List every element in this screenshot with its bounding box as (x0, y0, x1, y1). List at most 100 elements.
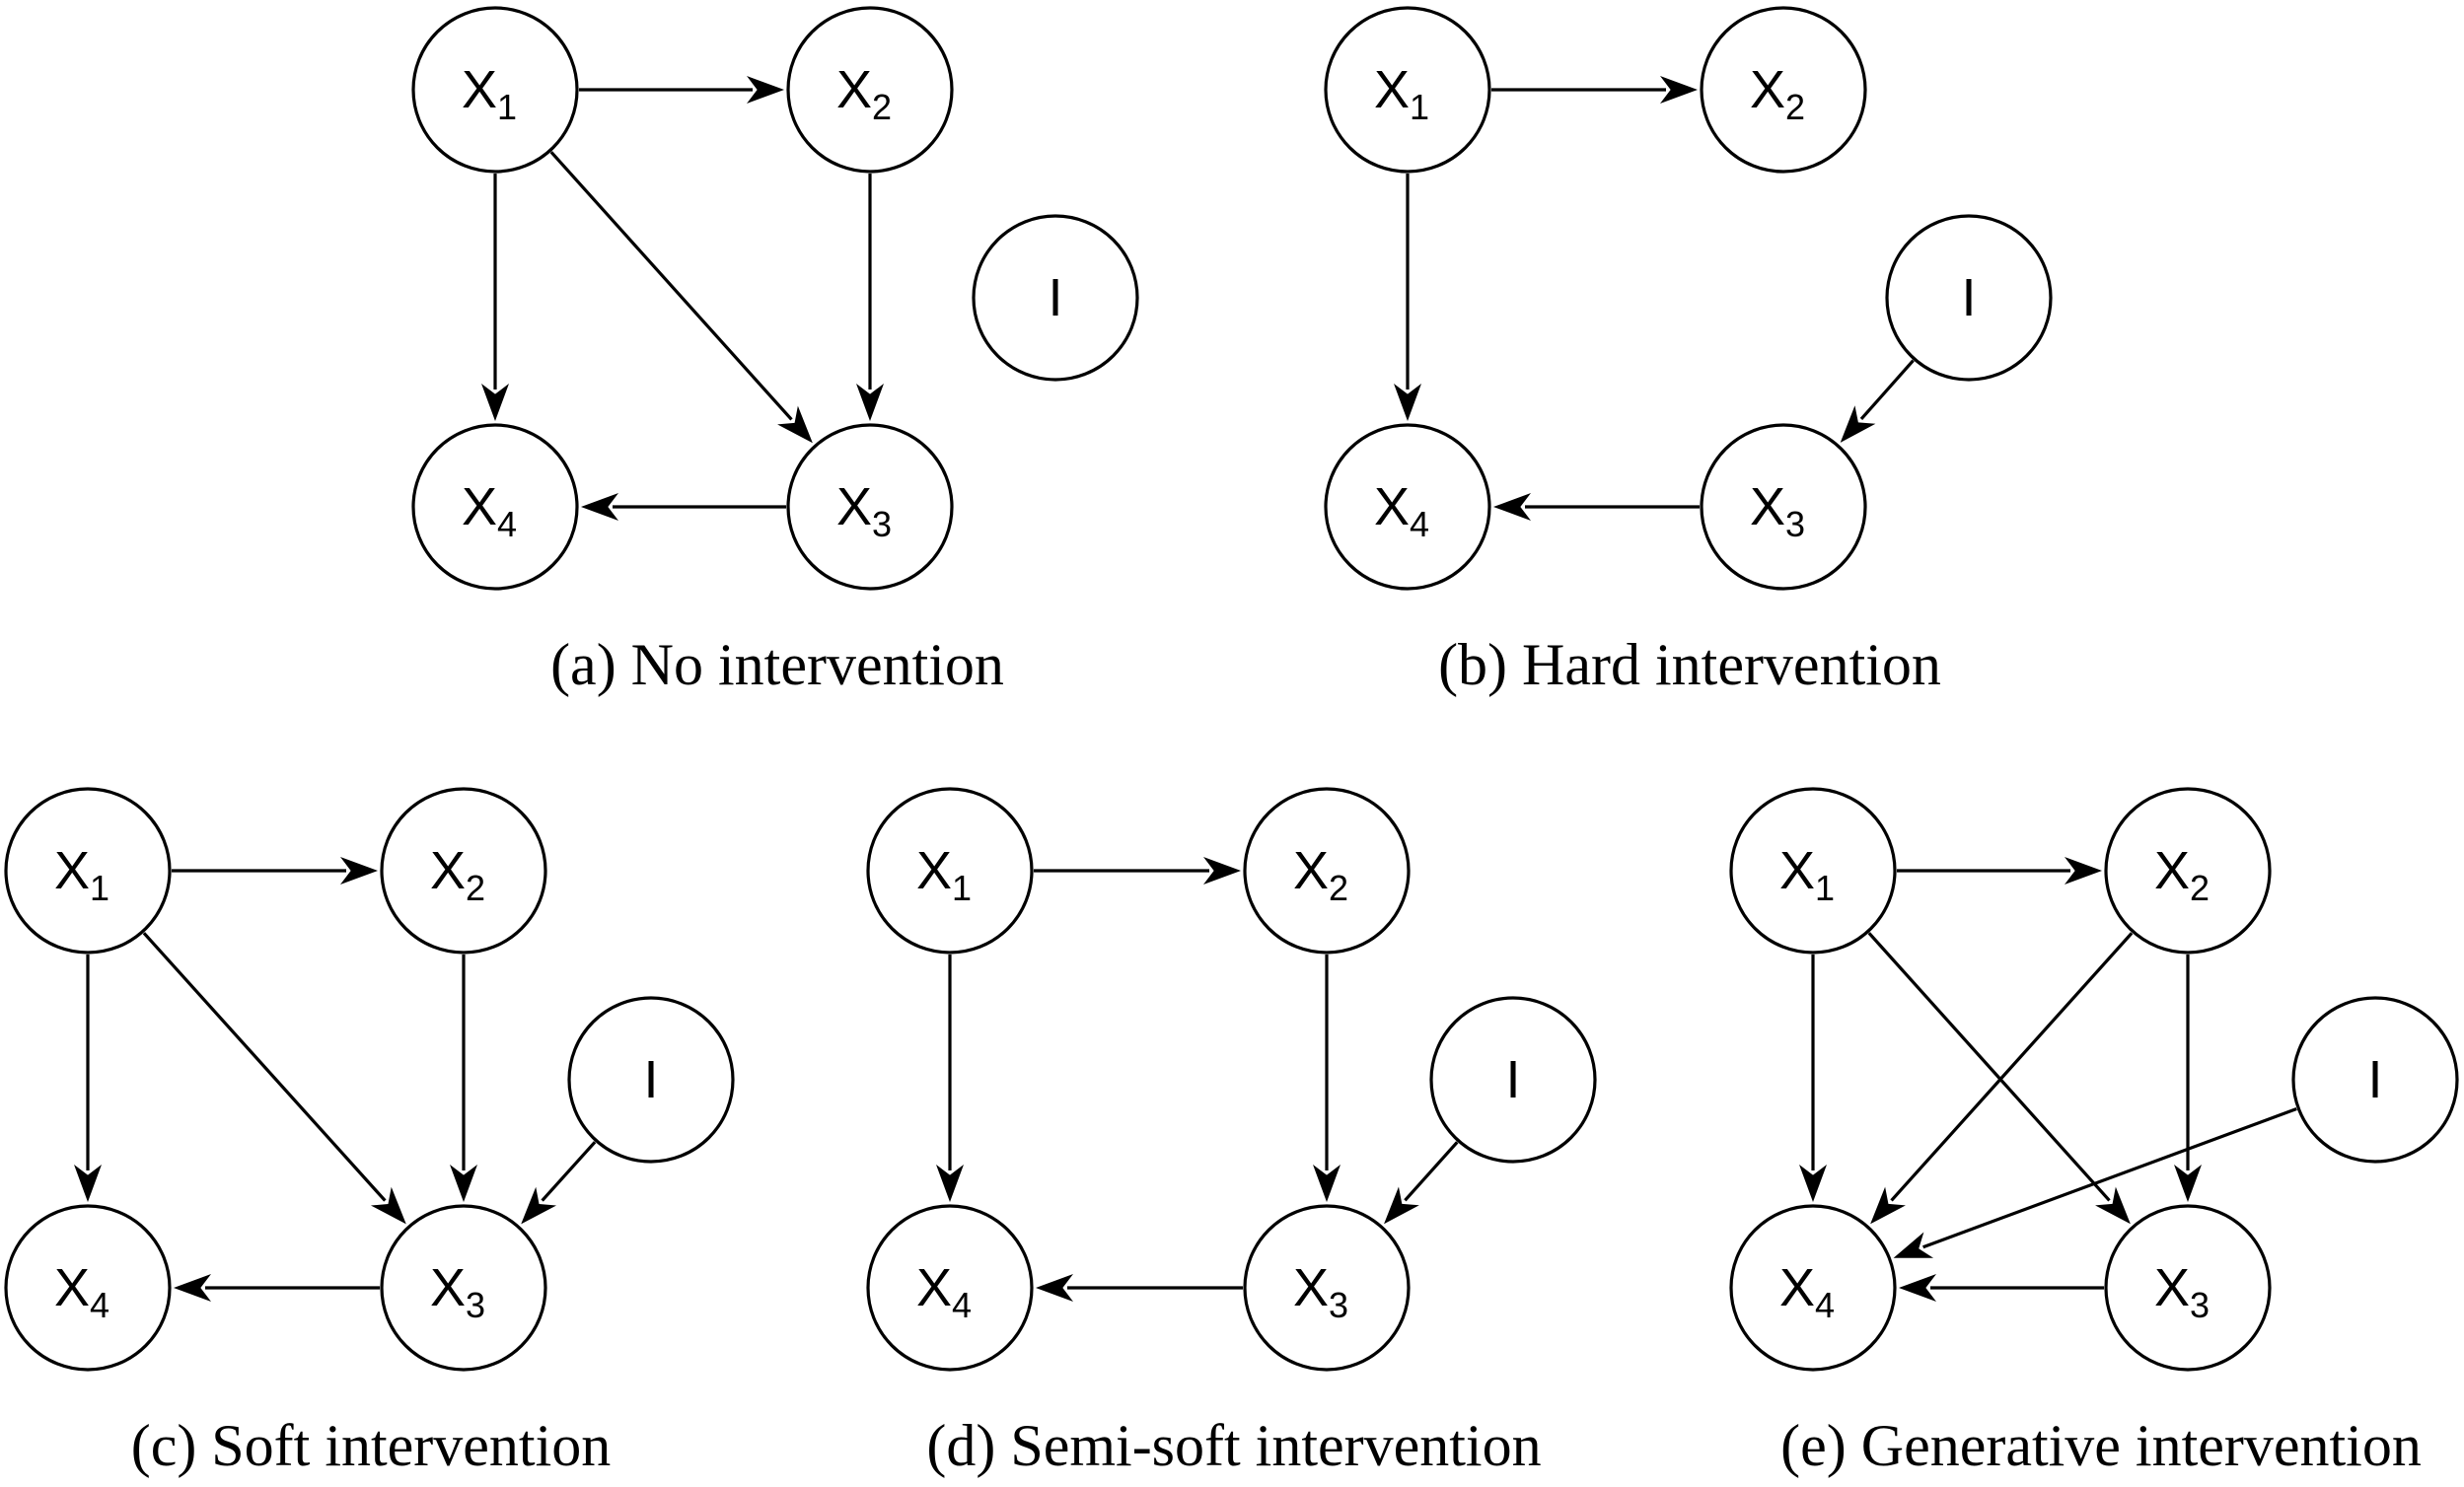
node-x2: X2 (380, 787, 547, 955)
node-circle (4, 787, 172, 955)
arrowhead-icon (1313, 1165, 1341, 1202)
arrowhead-icon (1870, 1186, 1906, 1225)
arrowhead-icon (521, 1186, 557, 1225)
node-circle (1729, 1204, 1897, 1372)
node-label-subscript: 2 (872, 87, 892, 127)
diagram-caption: (e) Generative intervention (1780, 1413, 2422, 1478)
arrowhead-icon (936, 1165, 964, 1202)
arrowhead-icon (1660, 76, 1698, 104)
edge-x1-x4 (1394, 174, 1421, 421)
diagram-d (936, 857, 1459, 1302)
arrowhead-icon (856, 384, 884, 421)
node-label-main: X (2154, 1258, 2190, 1317)
node-label: X4 (1779, 1258, 1835, 1325)
node-label-main: X (54, 1258, 90, 1317)
arrowhead-icon (1893, 1232, 1934, 1258)
edge-line (1890, 932, 2134, 1202)
edges-layer (74, 76, 2297, 1302)
node-x3: X3 (786, 423, 954, 591)
arrowhead-icon (370, 1186, 406, 1225)
edge-x1-x4 (74, 955, 102, 1202)
node-x4: X4 (1729, 1204, 1897, 1372)
node-label-main: I (643, 1050, 658, 1109)
arrowhead-icon (481, 384, 509, 421)
node-label-subscript: 1 (90, 868, 109, 908)
edge-x1-x4 (1799, 955, 1827, 1202)
edge-x1-x4 (481, 174, 509, 421)
diagram-c (74, 857, 597, 1302)
node-label-main: X (1293, 1258, 1329, 1317)
node-circle (411, 423, 579, 591)
node-x1: X1 (411, 6, 579, 174)
edge-x3-x4 (1493, 493, 1700, 521)
arrowhead-icon (747, 76, 784, 104)
node-label: I (1048, 268, 1062, 327)
node-label-main: I (1048, 268, 1062, 327)
captions-layer: (a) No intervention(b) Hard intervention… (131, 632, 2422, 1478)
node-label-main: X (916, 1258, 952, 1317)
arrowhead-icon (1899, 1274, 1936, 1302)
edge-x2-x3 (2174, 955, 2202, 1202)
node-label-subscript: 2 (1329, 868, 1348, 908)
node-label: X1 (916, 841, 972, 908)
node-circle (4, 1204, 172, 1372)
node-label-subscript: 1 (497, 87, 517, 127)
node-label: X4 (462, 477, 517, 544)
edge-x1-x2 (1034, 857, 1241, 885)
node-label: X3 (836, 477, 892, 544)
diagram-a (481, 76, 884, 521)
node-circle (567, 996, 735, 1164)
node-x3: X3 (1700, 423, 1867, 591)
edge-x1-x3 (142, 932, 406, 1225)
arrowhead-icon (2065, 857, 2102, 885)
edge-i-x3 (521, 1141, 597, 1225)
node-circle (380, 787, 547, 955)
arrowhead-icon (174, 1274, 211, 1302)
arrowhead-icon (340, 857, 378, 885)
node-circle (786, 6, 954, 174)
node-label-main: I (2367, 1050, 2382, 1109)
node-label: X1 (1374, 60, 1429, 127)
diagram-b (1394, 76, 1915, 521)
node-label-subscript: 1 (1815, 868, 1835, 908)
edge-x1-x2 (172, 857, 378, 885)
node-label: X1 (54, 841, 109, 908)
node-label-subscript: 3 (1329, 1285, 1348, 1325)
node-label-main: X (430, 1258, 466, 1317)
node-label: X1 (462, 60, 517, 127)
node-circle (866, 787, 1034, 955)
node-label: X2 (1750, 60, 1805, 127)
node-x4: X4 (866, 1204, 1034, 1372)
node-x3: X3 (1243, 1204, 1411, 1372)
node-label-main: X (1374, 60, 1410, 119)
node-label-subscript: 4 (1815, 1285, 1835, 1325)
node-label-main: X (2154, 841, 2190, 900)
arrowhead-icon (2174, 1165, 2202, 1202)
arrowhead-icon (1840, 405, 1876, 443)
node-label: X3 (1750, 477, 1805, 544)
node-label-subscript: 4 (1410, 504, 1429, 544)
arrowhead-icon (1799, 1165, 1827, 1202)
node-i: I (1885, 214, 2053, 382)
node-circle (411, 6, 579, 174)
node-x2: X2 (2104, 787, 2272, 955)
node-circle (1324, 423, 1491, 591)
node-circle (1243, 787, 1411, 955)
node-circle (2291, 996, 2459, 1164)
edge-x1-x3 (1867, 932, 2131, 1225)
node-label-main: X (1374, 477, 1410, 536)
arrowhead-icon (450, 1165, 477, 1202)
edge-x3-x4 (1036, 1274, 1243, 1302)
node-circle (1885, 214, 2053, 382)
diagram-caption: (a) No intervention (550, 632, 1004, 697)
node-circle (786, 423, 954, 591)
edge-line (1404, 1141, 1459, 1202)
node-label: X2 (1293, 841, 1348, 908)
edge-i-x3 (1840, 359, 1915, 443)
node-circle (1243, 1204, 1411, 1372)
node-label-subscript: 1 (1410, 87, 1429, 127)
node-x3: X3 (2104, 1204, 2272, 1372)
